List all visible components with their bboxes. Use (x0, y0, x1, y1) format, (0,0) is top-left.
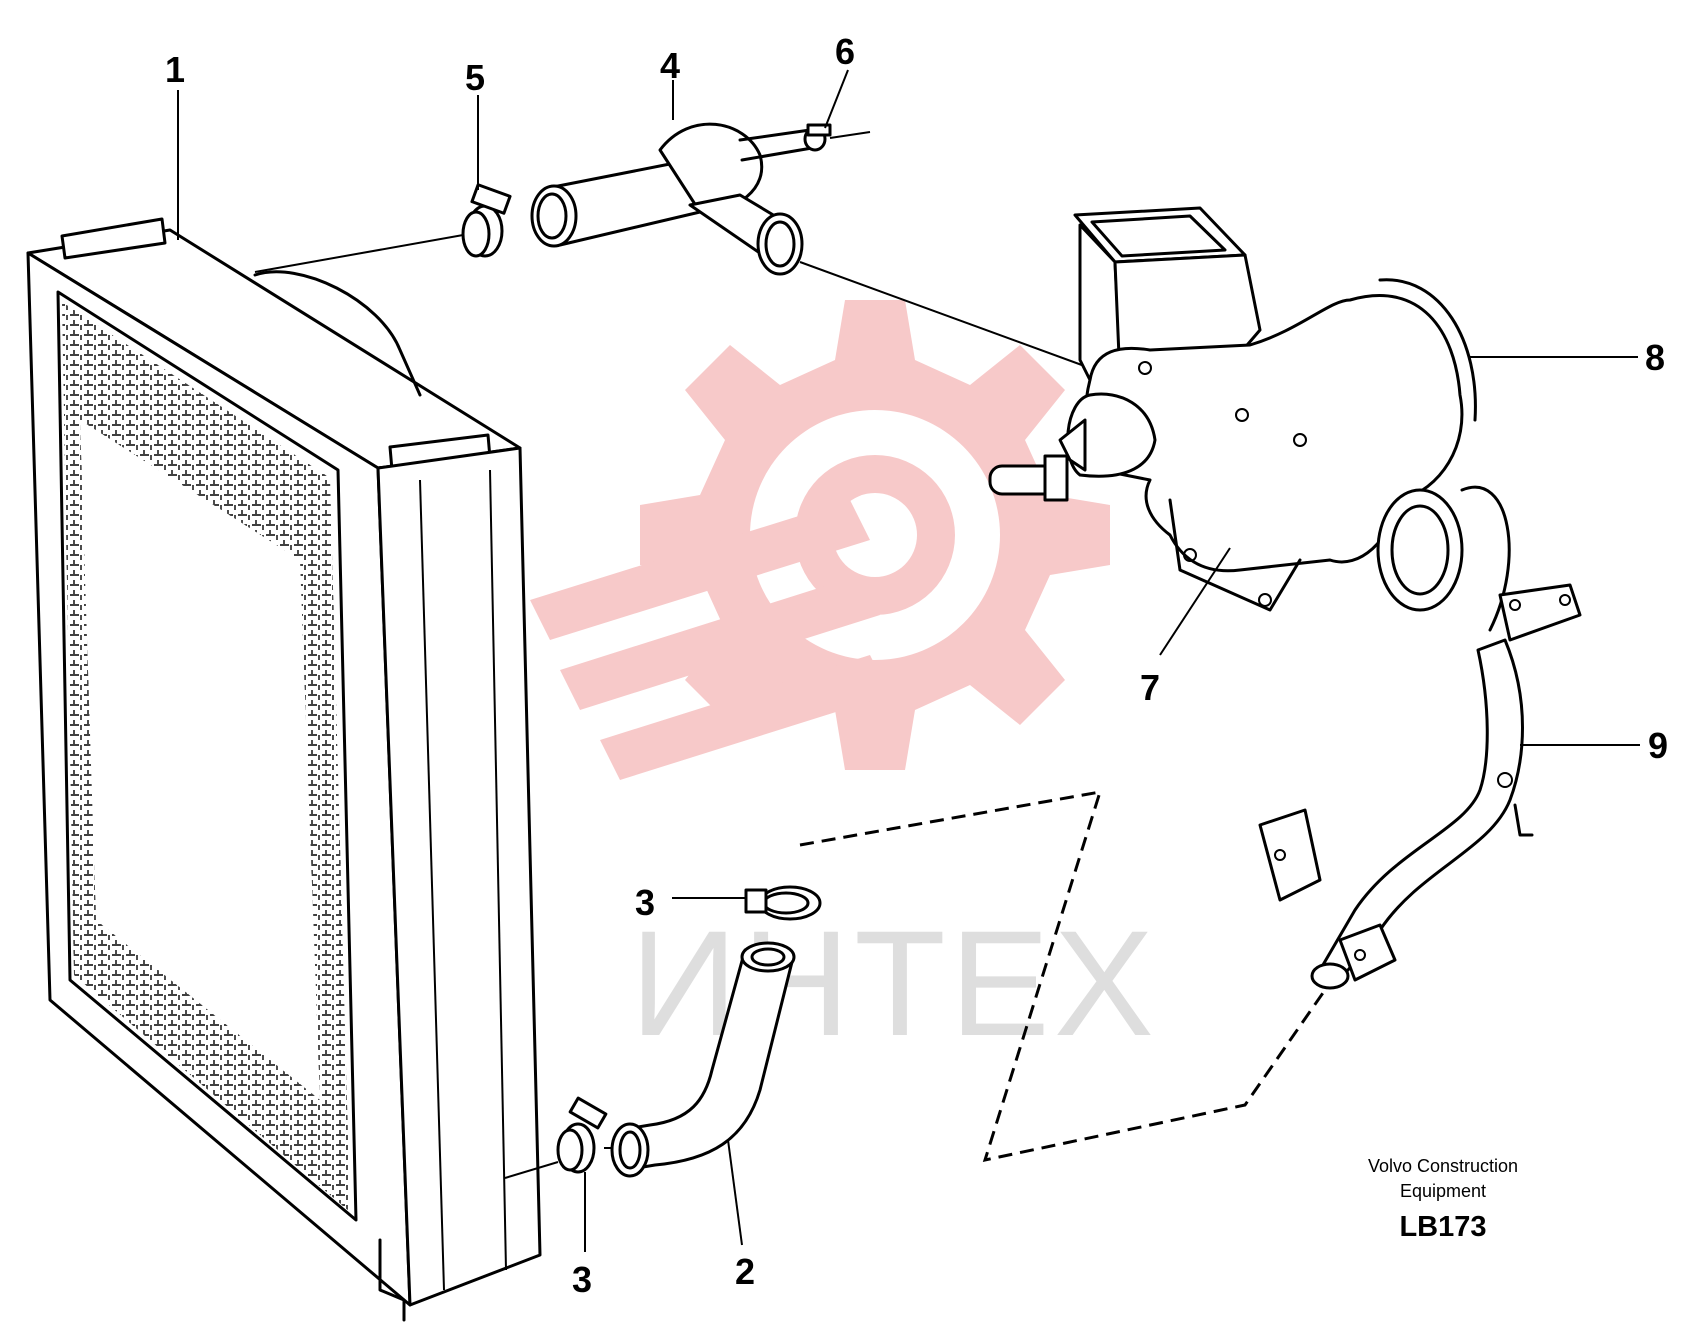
hose-clamp-lower-top (744, 885, 822, 921)
callout-4: 4 (660, 45, 680, 86)
lower-hose-assembly (504, 885, 822, 1179)
upper-hose-assembly (254, 122, 1091, 369)
callout-8: 8 (1645, 337, 1665, 378)
callout-5: 5 (465, 57, 485, 98)
lower-pipe (1258, 638, 1534, 990)
callout-3-upper: 3 (635, 882, 655, 923)
dashed-connection (799, 790, 1327, 1162)
credit-block: Volvo Construction Equipment LB173 (1368, 1156, 1518, 1243)
watermark-logo: ИНТЕХ (530, 300, 1158, 1067)
callout-3-lower: 3 (572, 1259, 592, 1300)
watermark-speed-lines (530, 500, 890, 780)
hose-clamp-upper (461, 183, 512, 258)
callout-labels: 1 2 3 3 4 5 6 7 8 9 (165, 31, 1668, 1300)
callout-6: 6 (835, 31, 855, 72)
credit-line-1: Volvo Construction (1368, 1156, 1518, 1176)
radiator (26, 217, 542, 1322)
callout-2: 2 (735, 1251, 755, 1292)
callout-9: 9 (1648, 725, 1668, 766)
watermark-text: ИНТЕХ (630, 899, 1158, 1067)
credit-line-2: Equipment (1400, 1181, 1486, 1201)
hose-clamp-lower-bottom (556, 1096, 608, 1174)
hose-clamp-small (803, 123, 832, 152)
lower-hose (618, 948, 794, 1172)
upper-hose (530, 122, 814, 276)
drawing-code: LB173 (1399, 1211, 1486, 1243)
callout-7: 7 (1140, 667, 1160, 708)
water-pump-housing (988, 206, 1582, 642)
leader-lines (177, 69, 1640, 1252)
callout-1: 1 (165, 49, 185, 90)
